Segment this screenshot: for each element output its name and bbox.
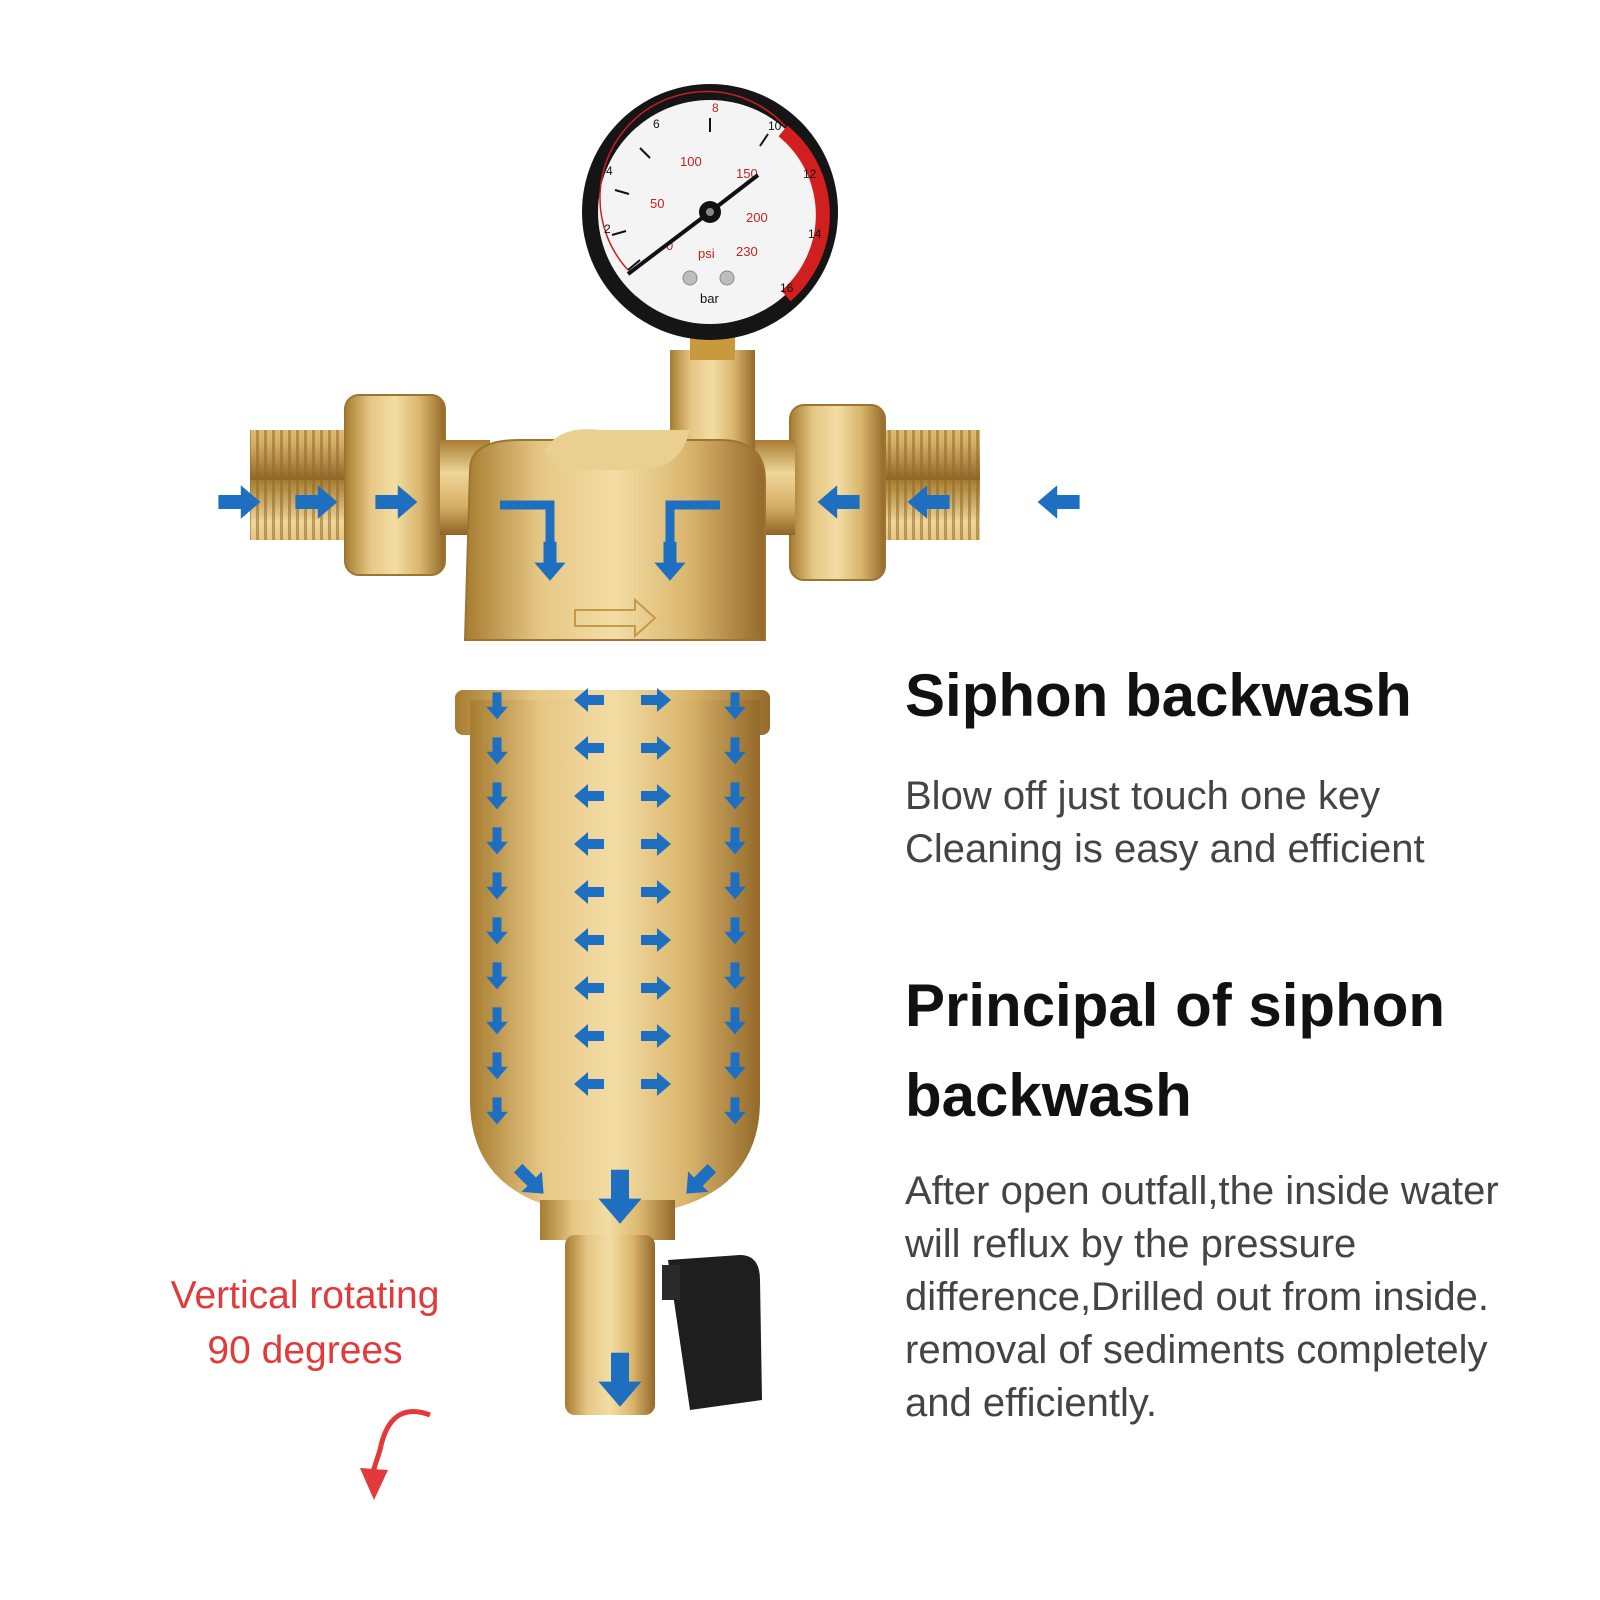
flow-arrow-icon	[574, 976, 604, 1000]
gauge-psi-230: 230	[736, 244, 758, 259]
flow-arrow-icon	[486, 962, 508, 990]
flow-arrow-icon	[486, 917, 508, 945]
flow-arrow-icon	[641, 736, 671, 760]
right-nut	[789, 404, 886, 581]
flow-arrow-icon	[598, 1169, 642, 1224]
gauge-psi-200: 200	[746, 210, 768, 225]
left-nut	[344, 394, 446, 576]
flow-arrow-icon	[574, 1072, 604, 1096]
siphon-backwash-title: Siphon backwash	[905, 662, 1412, 729]
gauge-bar-10: 10	[768, 119, 782, 133]
siphon-line-1: Blow off just touch one key	[905, 774, 1381, 818]
principal-line-3: difference,Drilled out from inside.	[905, 1275, 1489, 1319]
gauge-bar-8: 8	[712, 101, 719, 115]
gauge-psi-unit: psi	[698, 246, 715, 261]
flow-arrow-icon	[641, 976, 671, 1000]
flow-arrow-icon	[724, 827, 746, 855]
flow-arrow-icon	[817, 485, 860, 519]
flow-arrow-icon	[724, 782, 746, 810]
flow-bend-line	[665, 500, 720, 545]
flow-arrow-icon	[574, 928, 604, 952]
gauge-psi-50: 50	[650, 196, 664, 211]
valve-handle	[668, 1255, 762, 1410]
flow-arrow-icon	[486, 1052, 508, 1080]
flow-arrow-icon	[574, 832, 604, 856]
flow-arrow-icon	[724, 872, 746, 900]
flow-arrow-icon	[598, 1352, 642, 1407]
gauge-bar-4: 4	[606, 164, 613, 178]
flow-arrow-icon	[486, 782, 508, 810]
flow-arrow-icon	[641, 1024, 671, 1048]
flow-arrow-icon	[724, 1052, 746, 1080]
flow-arrow-icon	[724, 692, 746, 720]
principal-line-2: will reflux by the pressure	[905, 1222, 1357, 1266]
principal-line-5: and efficiently.	[905, 1381, 1158, 1425]
gauge-bar-2: 2	[604, 222, 611, 236]
drain-outlet	[565, 1235, 655, 1415]
flow-arrow-icon	[654, 541, 686, 581]
principal-title-line-1: Principal of siphon	[905, 972, 1446, 1039]
rotate-arrow-icon	[369, 1409, 431, 1476]
gauge-bar-unit: bar	[700, 291, 719, 306]
flow-arrow-icon	[1037, 485, 1080, 519]
principal-title-line-2: backwash	[905, 1062, 1192, 1129]
flow-arrow-icon	[641, 832, 671, 856]
flow-arrow-icon	[486, 1007, 508, 1035]
filter-head	[463, 439, 766, 641]
filter-bowl	[470, 700, 760, 1215]
flow-arrow-icon	[486, 1097, 508, 1125]
flow-arrow-icon	[486, 872, 508, 900]
flow-arrow-icon	[295, 485, 338, 519]
flow-arrow-icon	[486, 692, 508, 720]
flow-arrow-icon	[574, 784, 604, 808]
flow-arrow-icon	[907, 485, 950, 519]
right-thread	[880, 430, 980, 540]
flow-arrow-icon	[486, 827, 508, 855]
flow-arrow-icon	[724, 737, 746, 765]
left-thread	[250, 430, 350, 540]
flow-arrow-icon	[375, 485, 418, 519]
pressure-gauge: 2 4 6 8 10 12 14 16 0 50 100 150 200 230…	[582, 84, 838, 340]
siphon-line-2: Cleaning is easy and efficient	[905, 827, 1425, 871]
gauge-bar-14: 14	[808, 227, 822, 241]
flow-arrow-icon	[641, 1072, 671, 1096]
gauge-psi-100: 100	[680, 154, 702, 169]
flow-bend-line	[500, 500, 555, 545]
gauge-psi-0: 0	[666, 238, 673, 253]
flow-arrow-icon	[641, 928, 671, 952]
flow-arrow-icon	[686, 1163, 717, 1194]
flow-arrow-icon	[724, 962, 746, 990]
flow-arrow-icon	[724, 1007, 746, 1035]
flow-arrow-icon	[574, 688, 604, 712]
rotation-note-line-1: Vertical rotating	[170, 1274, 440, 1317]
flow-arrow-icon	[574, 1024, 604, 1048]
flow-arrow-icon	[218, 485, 261, 519]
flow-arrow-icon	[513, 1163, 544, 1194]
flow-arrow-icon	[641, 784, 671, 808]
gauge-bar-16: 16	[780, 281, 794, 295]
flow-arrow-icon	[486, 737, 508, 765]
flow-arrow-icon	[534, 541, 566, 581]
rotation-note-line-2: 90 degrees	[207, 1329, 403, 1372]
principal-line-1: After open outfall,the inside water	[905, 1169, 1499, 1213]
gauge-bar-6: 6	[653, 117, 660, 131]
flow-arrow-icon	[724, 1097, 746, 1125]
flow-arrow-icon	[641, 688, 671, 712]
gauge-needle	[626, 210, 712, 276]
flow-arrow-icon	[574, 736, 604, 760]
principal-line-4: removal of sediments completely	[905, 1328, 1488, 1372]
flow-arrow-icon	[641, 880, 671, 904]
flow-arrows	[218, 485, 1080, 1407]
flow-arrow-icon	[574, 880, 604, 904]
flow-arrow-icon	[724, 917, 746, 945]
gauge-bar-12: 12	[803, 167, 817, 181]
